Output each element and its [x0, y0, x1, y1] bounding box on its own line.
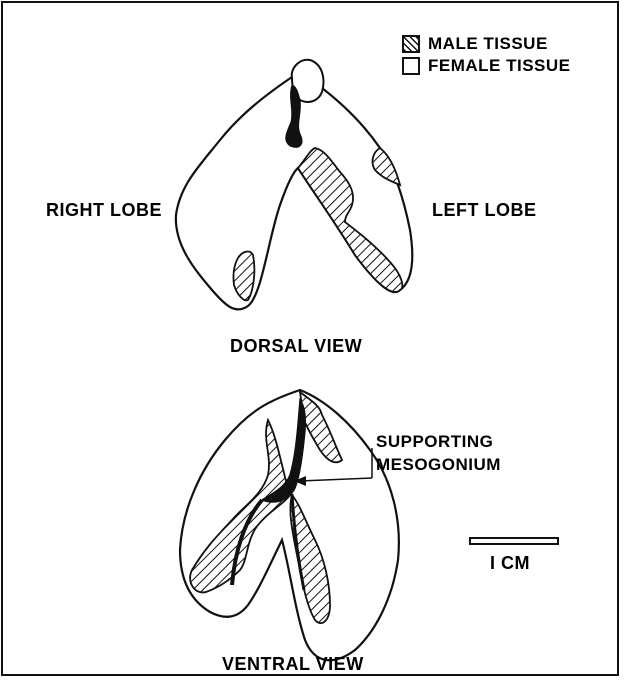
annotation-mesogonium: MESOGONIUM [376, 456, 501, 473]
dorsal-view-caption: DORSAL VIEW [230, 337, 362, 355]
legend-item-male: MALE TISSUE [402, 33, 612, 55]
plain-swatch-icon [402, 57, 420, 75]
annotation-supporting: SUPPORTING [376, 433, 493, 450]
legend: MALE TISSUE FEMALE TISSUE [402, 33, 612, 77]
legend-item-female: FEMALE TISSUE [402, 55, 612, 77]
legend-label-male: MALE TISSUE [428, 34, 548, 54]
scale-bar-line [470, 538, 558, 544]
ventral-view-caption: VENTRAL VIEW [222, 655, 364, 673]
scale-bar-label: I CM [490, 554, 530, 572]
legend-label-female: FEMALE TISSUE [428, 56, 571, 76]
scale-bar [470, 538, 558, 544]
ventral-outline [180, 390, 399, 660]
dorsal-male-tissue-right-tip [233, 251, 254, 300]
ventral-gonad [180, 390, 399, 660]
dorsal-gonad [176, 60, 412, 310]
left-lobe-label: LEFT LOBE [432, 201, 537, 219]
hatched-swatch-icon [402, 35, 420, 53]
right-lobe-label: RIGHT LOBE [46, 201, 162, 219]
